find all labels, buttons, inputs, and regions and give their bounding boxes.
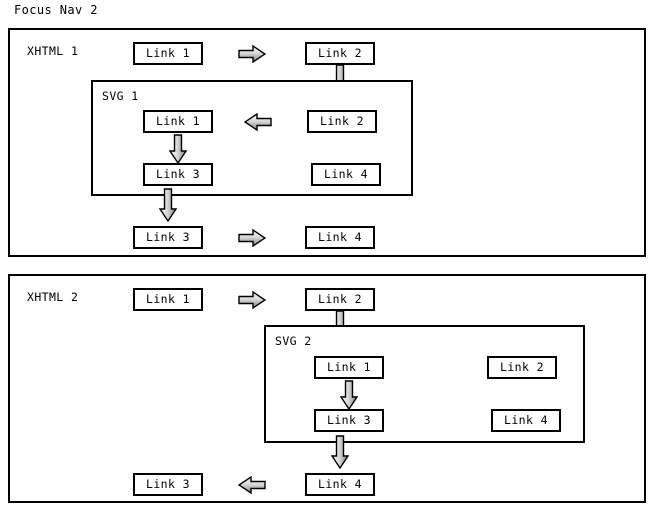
xhtml2-link-4[interactable]: Link 4 xyxy=(305,473,375,496)
svg2-link-4[interactable]: Link 4 xyxy=(491,409,561,432)
page-title: Focus Nav 2 xyxy=(14,3,98,17)
arrow-down-svg1-link3-to-xhtml1-link3 xyxy=(159,188,177,222)
arrow-down-svg1-link1-to-link3 xyxy=(169,134,187,164)
xhtml1-link-2[interactable]: Link 2 xyxy=(305,42,375,65)
svg1-link-2[interactable]: Link 2 xyxy=(307,110,377,133)
arrow-left-svg1-link2-to-link1 xyxy=(244,113,272,131)
arrow-down-svg2-link1-to-link3 xyxy=(340,380,358,410)
subpanel-svg-1: SVG 1 Link 1 Link 2 Link 3 Link 4 xyxy=(91,80,413,196)
xhtml1-link-4[interactable]: Link 4 xyxy=(305,226,375,249)
subpanel-svg-2: SVG 2 Link 1 Link 2 Link 3 Link 4 xyxy=(264,325,585,443)
svg2-link-1[interactable]: Link 1 xyxy=(314,356,384,379)
panel-label-xhtml-2: XHTML 2 xyxy=(27,290,79,304)
xhtml1-link-1[interactable]: Link 1 xyxy=(133,42,203,65)
arrow-right-xhtml2-link1-to-link2 xyxy=(238,291,266,309)
svg2-link-2[interactable]: Link 2 xyxy=(487,356,557,379)
svg1-link-3[interactable]: Link 3 xyxy=(143,163,213,186)
panel-xhtml-2: XHTML 2 Link 1 Link 2 xyxy=(8,274,646,503)
panel-label-svg-1: SVG 1 xyxy=(102,89,139,103)
svg1-link-4[interactable]: Link 4 xyxy=(311,163,381,186)
arrow-right-xhtml1-link1-to-link2 xyxy=(238,45,266,63)
svg2-link-3[interactable]: Link 3 xyxy=(314,409,384,432)
panel-xhtml-1: XHTML 1 Link 1 Link 2 xyxy=(8,28,646,257)
xhtml2-link-1[interactable]: Link 1 xyxy=(133,288,203,311)
xhtml1-link-3[interactable]: Link 3 xyxy=(133,226,203,249)
arrow-left-xhtml2-link4-to-link3 xyxy=(238,476,266,494)
arrow-down-svg2-link3-to-xhtml2-link4 xyxy=(331,435,349,469)
xhtml2-link-2[interactable]: Link 2 xyxy=(305,288,375,311)
xhtml2-link-3[interactable]: Link 3 xyxy=(133,473,203,496)
svg1-link-1[interactable]: Link 1 xyxy=(143,110,213,133)
panel-label-svg-2: SVG 2 xyxy=(275,334,312,348)
arrow-right-xhtml1-link3-to-link4 xyxy=(238,229,266,247)
panel-label-xhtml-1: XHTML 1 xyxy=(27,44,79,58)
